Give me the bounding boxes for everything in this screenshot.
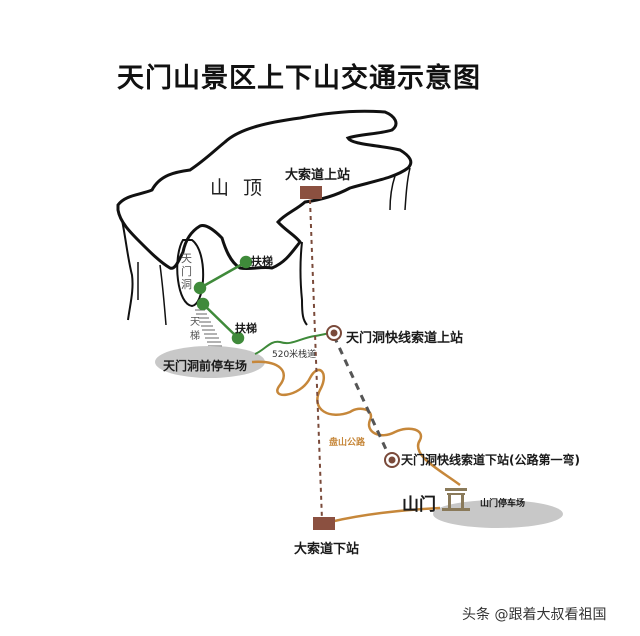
plank-road-label: 520米栈道 [272, 350, 317, 360]
escalator-lower-label: 扶梯 [235, 322, 257, 335]
express-cableway [332, 335, 392, 459]
map-title: 天门山景区上下山交通示意图 [117, 63, 481, 94]
escalator-route [193, 255, 253, 345]
peak-label: 山顶 [210, 177, 277, 199]
tianmen-cave-outline [176, 239, 205, 308]
main-cableway [309, 199, 323, 521]
sky-stairs-label: 天梯 [190, 317, 200, 342]
lower-station-box [313, 517, 335, 530]
mountain-peak-outline [116, 109, 413, 271]
express-lower-station-label: 天门洞快线索道下站(公路第一弯) [401, 453, 580, 467]
express-upper-station-marker [326, 325, 342, 341]
mountain-road-label: 盘山公路 [329, 438, 366, 448]
gate-parking-label: 山门停车场 [480, 499, 526, 509]
mountain-gate-label: 山门 [402, 495, 436, 515]
upper-station-box [300, 186, 322, 199]
express-upper-station-label: 天门洞快线索道上站 [346, 331, 464, 346]
lower-cableway-station-label: 大索道下站 [294, 542, 360, 557]
express-lower-station-marker [384, 452, 400, 468]
upper-cableway-station-label: 大索道上站 [285, 168, 351, 183]
gate-parking-area [433, 500, 563, 528]
escalator-upper-label: 扶梯 [251, 255, 273, 268]
tianmen-cave-label: 天门洞 [181, 252, 192, 291]
sky-stairs [195, 309, 222, 347]
cave-parking-area [155, 346, 265, 378]
mountain-gate-icon [442, 488, 470, 511]
cave-parking-label: 天门洞前停车场 [163, 359, 248, 373]
road-to-lower-station [329, 506, 441, 524]
watermark: 头条 @跟着大叔看祖国 [462, 607, 607, 623]
mountain-road [251, 360, 461, 487]
plank-road [254, 332, 333, 355]
